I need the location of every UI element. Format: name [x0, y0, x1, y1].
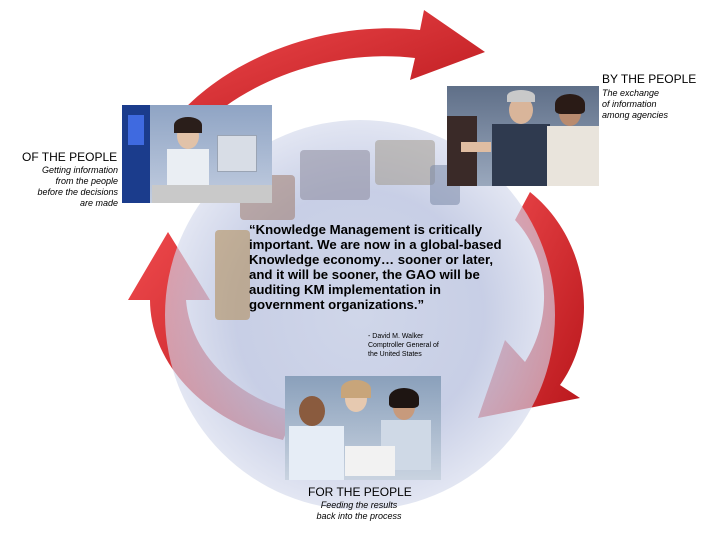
of-line: before the decisions — [37, 187, 118, 197]
for-line: Feeding the results — [320, 500, 398, 510]
photo-woman-at-computer — [122, 105, 272, 203]
collage-tile — [215, 230, 250, 320]
attribution-line: - David M. Walker — [368, 333, 424, 340]
of-description: Getting information from the people befo… — [14, 165, 118, 209]
for-title: FOR THE PEOPLE — [308, 485, 412, 499]
of-line: are made — [79, 198, 118, 208]
photo-team-discussion — [285, 376, 441, 480]
by-line: of information — [602, 99, 657, 109]
for-line: back into the process — [316, 511, 402, 521]
attribution-line: the United States — [368, 351, 422, 358]
by-line: among agencies — [602, 110, 669, 120]
quote-attribution: - David M. Walker Comptroller General of… — [368, 332, 468, 359]
by-line: The exchange — [602, 88, 660, 98]
of-line: from the people — [55, 176, 118, 186]
arrow-top — [176, 10, 485, 128]
by-description: The exchange of information among agenci… — [602, 88, 668, 121]
photo-meeting — [447, 86, 599, 186]
quote-text: “Knowledge Management is critically impo… — [249, 222, 502, 312]
of-title: OF THE PEOPLE — [22, 150, 118, 164]
of-line: Getting information — [41, 165, 118, 175]
by-title: BY THE PEOPLE — [602, 72, 697, 86]
collage-tile — [300, 150, 370, 200]
for-description: Feeding the results back into the proces… — [300, 500, 418, 522]
attribution-line: Comptroller General of — [368, 342, 439, 349]
collage-tile — [375, 140, 435, 185]
